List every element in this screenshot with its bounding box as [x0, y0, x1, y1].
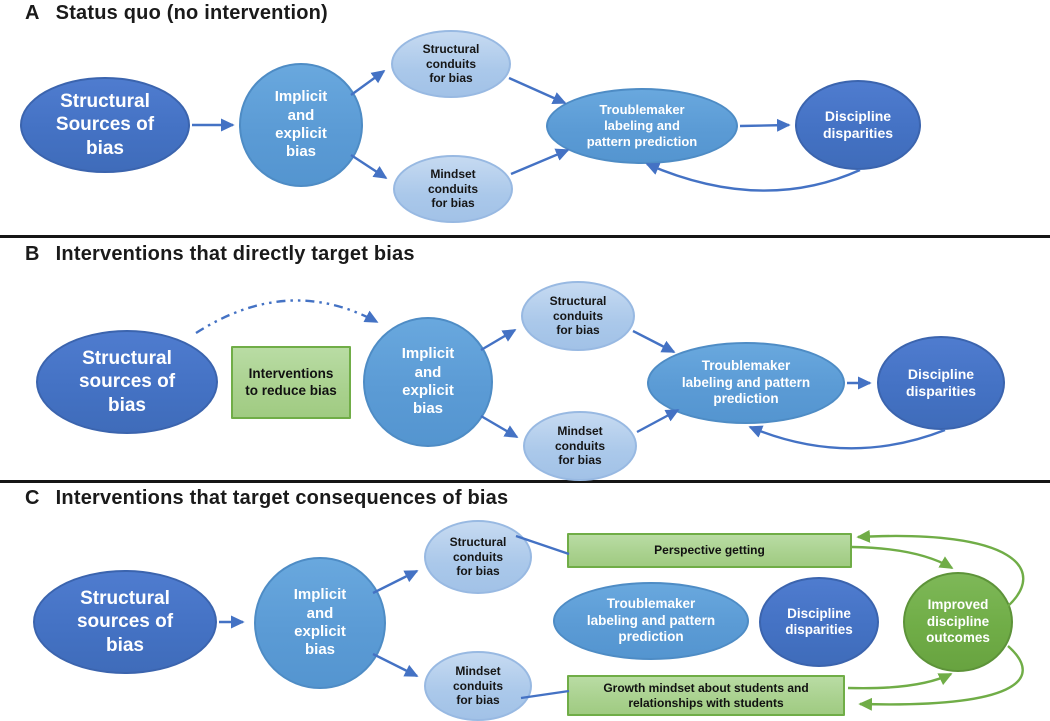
node-troublemaker-c: Troublemaker labeling and pattern predic… — [553, 582, 749, 660]
panel-a-letter: A — [25, 2, 40, 24]
node-perspective-getting-box: Perspective getting — [567, 533, 852, 568]
node-mindset-conduits-a: Mindset conduits for bias — [393, 155, 513, 223]
node-structural-sources-a: Structural Sources of bias — [20, 77, 190, 173]
arrow-c-bias-to-structural-conduits — [372, 569, 419, 595]
panel-b-title: B Interventions that directly target bia… — [25, 243, 415, 266]
panel-a-title: A Status quo (no intervention) — [25, 2, 328, 25]
node-structural-sources-b: Structural sources of bias — [36, 330, 218, 434]
arrow-a-troublemaker-to-disparities — [739, 118, 791, 132]
arrow-c-perspective-to-outcomes — [851, 545, 954, 570]
panel-a-heading: Status quo (no intervention) — [55, 2, 328, 24]
node-discipline-disparities-c: Discipline disparities — [759, 577, 879, 667]
node-improved-outcomes: Improved discipline outcomes — [903, 572, 1013, 672]
node-structural-sources-c: Structural sources of bias — [33, 570, 217, 674]
node-mindset-conduits-b: Mindset conduits for bias — [523, 411, 637, 481]
arrow-a-feedback-loop — [645, 162, 861, 192]
arrow-b-feedback-loop — [748, 425, 946, 450]
node-structural-conduits-b: Structural conduits for bias — [521, 281, 635, 351]
node-implicit-bias-c: Implicit and explicit bias — [254, 557, 386, 689]
node-implicit-bias-b: Implicit and explicit bias — [363, 317, 493, 447]
divider-b-c — [0, 480, 1050, 483]
panel-c-title: C Interventions that target consequences… — [25, 487, 508, 510]
arrow-c-growth-to-outcomes — [847, 672, 953, 690]
node-implicit-bias-a: Implicit and explicit bias — [239, 63, 363, 187]
arrow-a-structural-conduits-to-troublemaker — [508, 76, 567, 105]
arrow-b-bias-to-mindset-conduits — [480, 414, 519, 439]
arrow-b-structural-conduits-to-troublemaker — [632, 329, 676, 354]
panel-c-letter: C — [25, 487, 40, 509]
node-growth-mindset-box: Growth mindset about students and relati… — [567, 675, 845, 716]
node-discipline-disparities-a: Discipline disparities — [795, 80, 921, 170]
node-discipline-disparities-b: Discipline disparities — [877, 336, 1005, 430]
node-structural-conduits-a: Structural conduits for bias — [391, 30, 511, 98]
node-structural-conduits-c: Structural conduits for bias — [424, 520, 532, 594]
arrow-a-bias-to-structural-conduits — [350, 70, 386, 96]
arrow-a-bias-to-mindset-conduits — [350, 153, 388, 180]
arrow-c-bias-to-mindset-conduits — [372, 652, 419, 678]
arrow-a-mindset-conduits-to-troublemaker — [510, 148, 570, 176]
arrow-b-dashed-bias-bypass — [195, 299, 379, 335]
panel-c-heading: Interventions that target consequences o… — [55, 487, 509, 509]
panel-b-letter: B — [25, 243, 40, 265]
arrow-b-mindset-conduits-to-troublemaker — [636, 408, 680, 434]
arrow-b-bias-to-structural-conduits — [480, 328, 517, 352]
node-interventions-box-b: Interventions to reduce bias — [231, 346, 351, 419]
node-troublemaker-a: Troublemaker labeling and pattern predic… — [546, 88, 738, 164]
node-mindset-conduits-c: Mindset conduits for bias — [424, 651, 532, 721]
panel-b-heading: Interventions that directly target bias — [55, 243, 415, 265]
divider-a-b — [0, 235, 1050, 238]
node-troublemaker-b: Troublemaker labeling and pattern predic… — [647, 342, 845, 424]
